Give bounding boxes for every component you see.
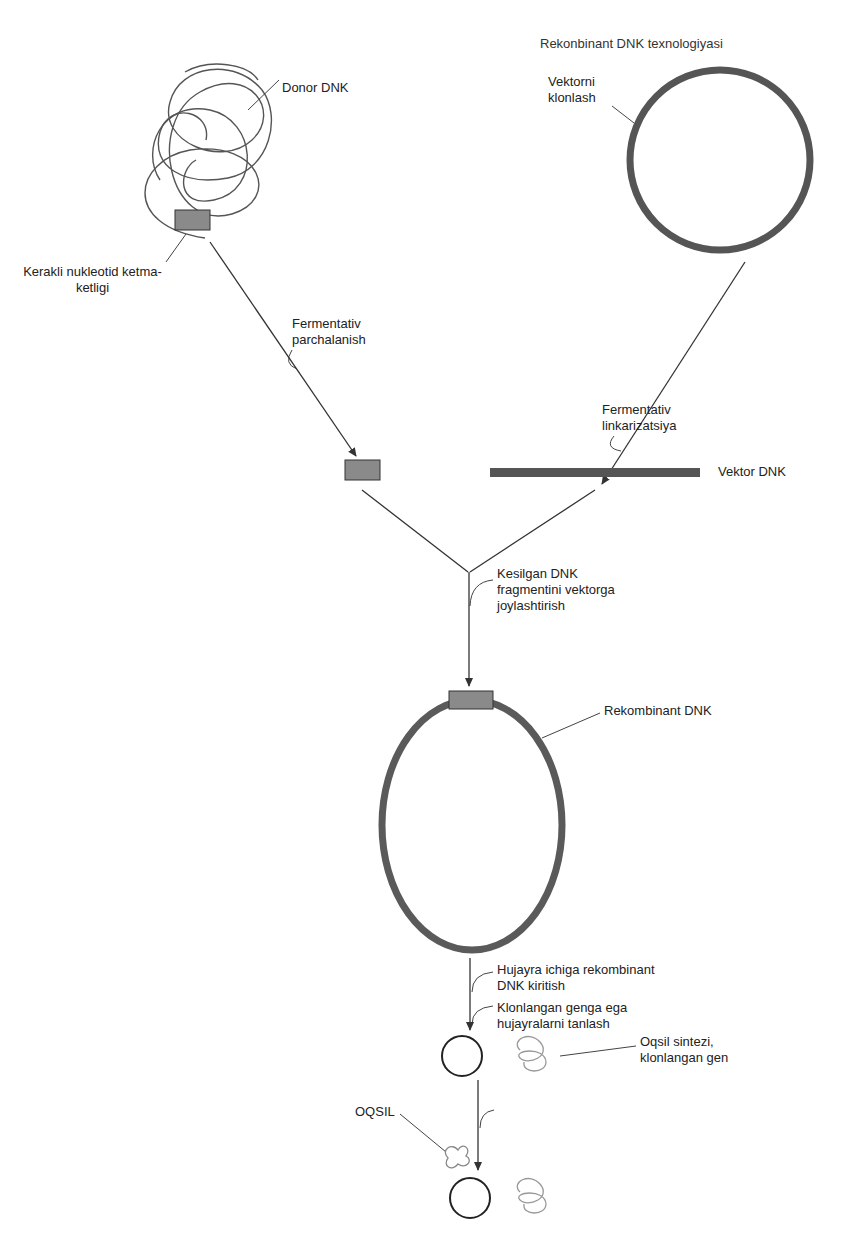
part-label: Rekombinant DNK: [604, 703, 712, 719]
plasmid-circle: [630, 70, 810, 250]
step-label: Hujayra ichiga rekombinant DNK kiritish: [497, 962, 672, 994]
leader-lines: [166, 80, 636, 1152]
inserted-gene: [449, 691, 493, 709]
linear-vector: [490, 468, 700, 477]
part-label: Donor DNK: [282, 80, 348, 96]
step-label: Fermentativ linkarizatsiya: [602, 402, 702, 434]
part-label: Vektor DNK: [718, 464, 786, 480]
diagram-title: Rekonbinant DNK texnologiyasi: [540, 36, 723, 52]
gene-segment: [175, 210, 210, 230]
host-cell-2: [445, 1146, 546, 1218]
part-label: Kerakli nukleotid ketma-ketligi: [10, 264, 175, 296]
part-label: OQSIL: [355, 1104, 395, 1120]
part-label: Oqsil sintezi, klonlangan gen: [640, 1034, 740, 1066]
step-label: Klonlangan genga ega hujayralarni tanlas…: [497, 1000, 642, 1032]
donor-dna: [145, 64, 271, 238]
dna-fragment: [345, 460, 380, 480]
part-label: Vektorni klonlash: [548, 74, 623, 106]
step-label: Kesilgan DNK fragmentini vektorga joylas…: [497, 566, 632, 614]
recombinant-plasmid: [382, 700, 562, 950]
host-cell-1: [442, 1036, 546, 1076]
process-arrows: [210, 242, 745, 1170]
step-label: Fermentativ parchalanish: [292, 316, 387, 348]
